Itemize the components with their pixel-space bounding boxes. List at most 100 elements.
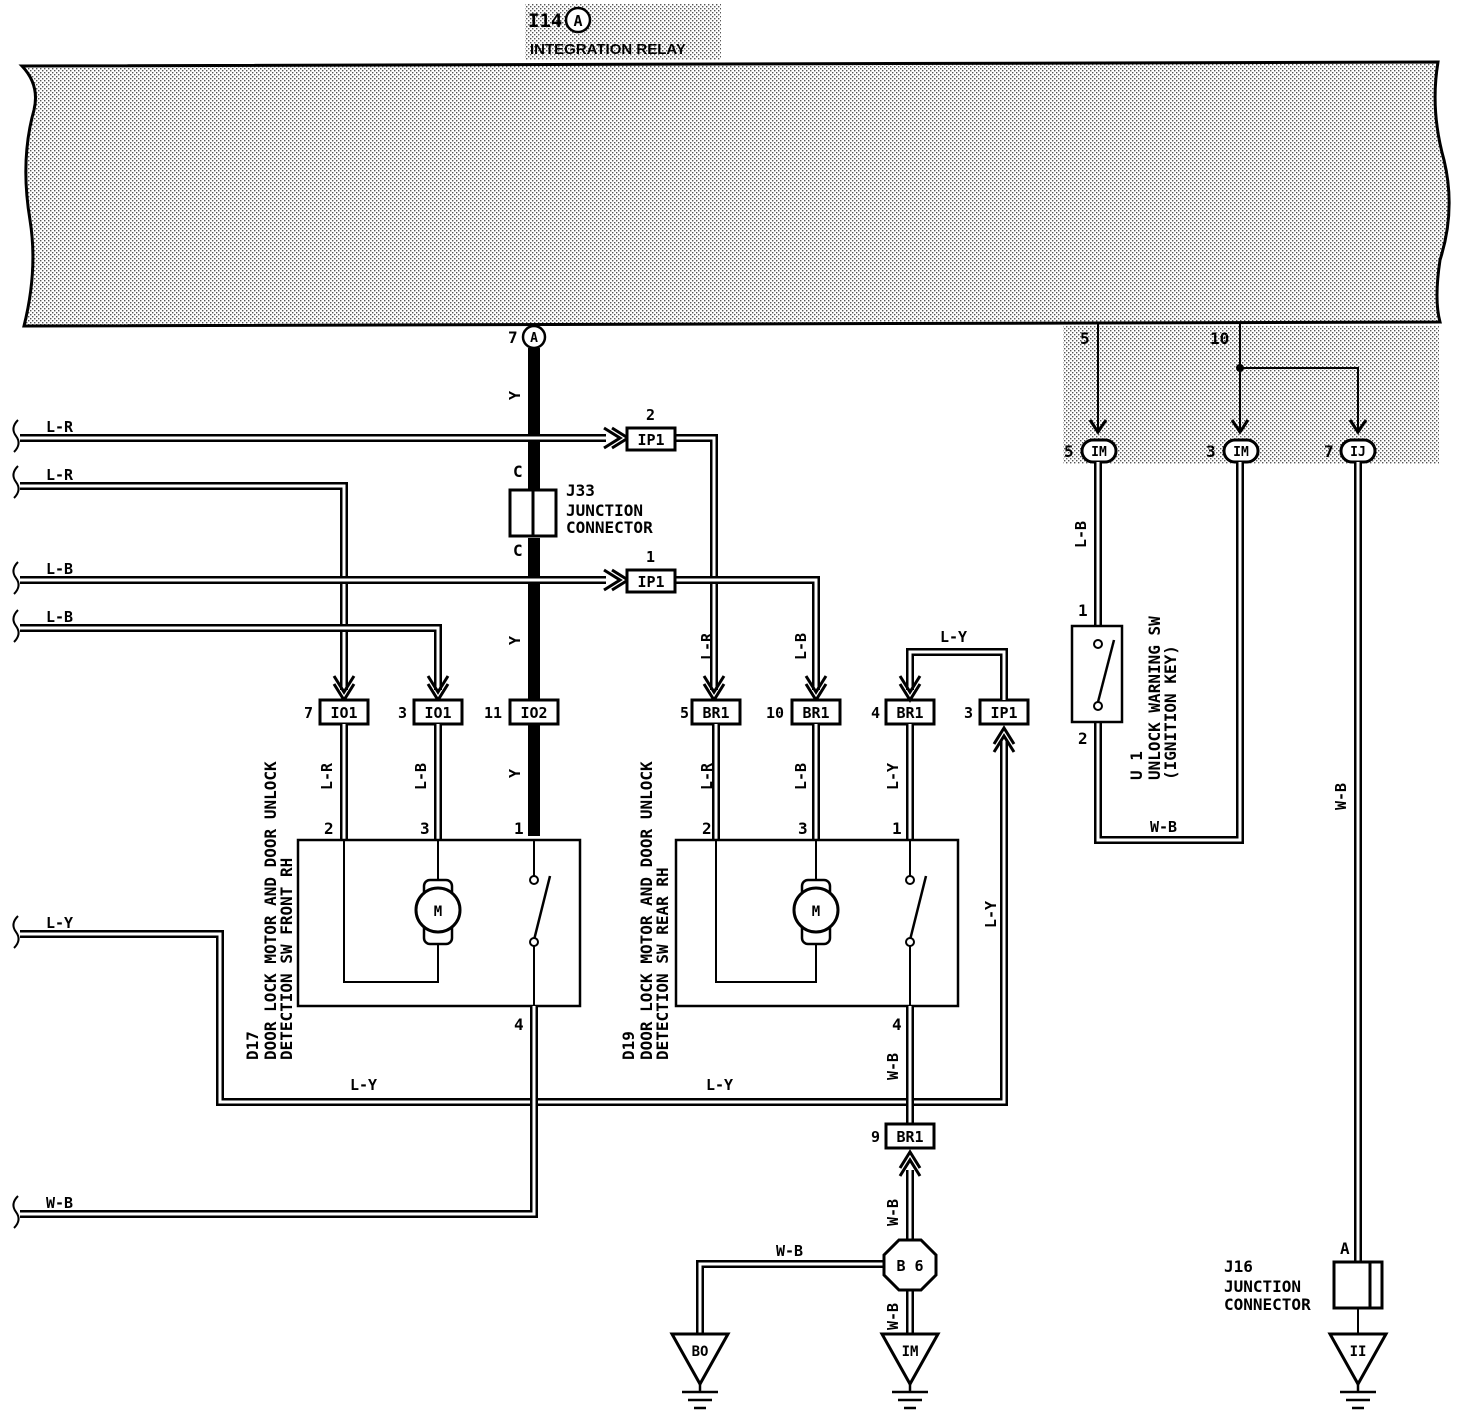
arrow-ip1-top [603, 426, 631, 450]
svg-text:IM: IM [1091, 445, 1107, 460]
d19-door-lock-motor-rear: 2 3 1 4 M [674, 819, 960, 1034]
svg-text:BR1: BR1 [896, 1128, 923, 1146]
wire-label-lb-d17: L-B [412, 763, 430, 790]
svg-text:II: II [1350, 1344, 1367, 1360]
arrow-ij-7 [1348, 419, 1368, 435]
wire-wb-b6b [696, 1260, 886, 1336]
svg-text:7: 7 [304, 704, 313, 722]
svg-text:IP1: IP1 [637, 573, 664, 591]
d17-switch-blade [532, 875, 552, 941]
relay-code: I14 [528, 10, 562, 32]
j16-junction-connector: A J16 JUNCTION CONNECTOR [1224, 1239, 1384, 1314]
d19-motor-loop [715, 840, 817, 983]
j16-line2: CONNECTOR [1224, 1295, 1311, 1314]
arrow-ip1-3 [992, 725, 1016, 753]
j16-line1: JUNCTION [1224, 1277, 1301, 1296]
d17-door-lock-motor-front: 2 3 1 4 M [296, 819, 582, 1034]
d17-motor-label: M [434, 904, 442, 920]
wire-label-ly-d19: L-Y [884, 763, 902, 790]
wire-ly-top-loop [906, 648, 1008, 700]
splice-b6 [882, 1238, 938, 1292]
svg-text:BR1: BR1 [896, 704, 923, 722]
wire-relay-pin10-branch [1240, 367, 1359, 430]
j33-code: J33 [566, 481, 595, 500]
j33-line1: JUNCTION [566, 501, 643, 520]
wire-label-lr-d19b: L-R [698, 762, 716, 790]
relay-connector-circle [564, 6, 592, 34]
svg-text:5: 5 [1064, 442, 1074, 461]
d17-code: D17 [243, 1031, 262, 1060]
d17-motor-icon [414, 886, 462, 934]
relay-pin-7: 7 [508, 328, 518, 347]
left-wire-ends [12, 419, 20, 1229]
j16-code: J16 [1224, 1257, 1253, 1276]
svg-text:IO1: IO1 [424, 704, 451, 722]
wire-label-ly-bot1: L-Y [350, 1076, 377, 1094]
d19-pin3: 3 [798, 819, 808, 838]
j16-box [1332, 1260, 1384, 1310]
connector-br1-9: BR1 9 [871, 1122, 936, 1150]
wire-label-wb-j16: W-B [1332, 783, 1350, 810]
wire-label-lr-d19: L-R [698, 632, 716, 660]
connector-br1-10: BR1 10 [766, 698, 842, 726]
wire-label-wb-b6c: W-B [884, 1303, 902, 1330]
connector-im-5: IM 5 [1064, 438, 1118, 464]
j33-pin-top: C [513, 462, 523, 481]
d17-motor-loop [343, 840, 439, 983]
d19-motor-label: M [812, 904, 820, 920]
d19-switch-contact-bottom [905, 937, 915, 947]
connector-io2-11: IO2 11 [484, 698, 560, 726]
d17-switch-contact-top [529, 875, 539, 885]
svg-text:IJ: IJ [1350, 445, 1366, 460]
wire-label-ly-bot2: L-Y [706, 1076, 733, 1094]
junction-dot [1236, 364, 1244, 372]
svg-text:2: 2 [646, 406, 655, 424]
d19-pin2: 2 [702, 819, 712, 838]
svg-text:10: 10 [766, 704, 784, 722]
connector-im-3: IM 3 [1206, 438, 1260, 464]
svg-text:4: 4 [871, 704, 880, 722]
d19-line1: DOOR LOCK MOTOR AND DOOR UNLOCK [637, 761, 656, 1060]
svg-text:IP1: IP1 [990, 704, 1017, 722]
wire-label-ly-d19r: L-Y [982, 901, 1000, 928]
relay-pin-5: 5 [1080, 329, 1090, 348]
connector-ij-7: IJ 7 [1324, 438, 1377, 464]
wire-label-lr-1: L-R [46, 418, 74, 436]
connector-io1-3: IO1 3 [398, 698, 464, 726]
wire-label-y-bot: Y [506, 769, 524, 778]
d17-line2: DETECTION SW FRONT RH [277, 858, 296, 1060]
u1-line1: UNLOCK WARNING SW [1145, 616, 1164, 780]
j33-line2: CONNECTOR [566, 518, 653, 537]
integration-relay-body [18, 60, 1451, 328]
svg-text:BR1: BR1 [802, 704, 829, 722]
d17-pin2: 2 [324, 819, 334, 838]
d19-pin1: 1 [892, 819, 902, 838]
wire-label-wb-left: W-B [46, 1194, 73, 1212]
connector-ip1-mid: IP1 1 [625, 548, 677, 594]
connector-br1-4: BR1 4 [871, 698, 936, 726]
relay-header: I14 A INTEGRATION RELAY [525, 4, 721, 60]
d17-pin4: 4 [514, 1015, 524, 1034]
arrow-im-3 [1230, 419, 1250, 435]
d19-switch-contact-top [905, 875, 915, 885]
connector-br1-5: BR1 5 [680, 698, 742, 726]
wire-label-wb-b6b: W-B [776, 1242, 803, 1260]
d17-line1: DOOR LOCK MOTOR AND DOOR UNLOCK [261, 761, 280, 1060]
svg-text:5: 5 [680, 704, 689, 722]
u1-pin2: 2 [1078, 729, 1088, 748]
arrow-im-5 [1088, 419, 1108, 435]
u1-switch-blade [1096, 639, 1116, 703]
relay-connector-letter: A [573, 12, 582, 30]
svg-text:IO1: IO1 [330, 704, 357, 722]
svg-text:1: 1 [646, 548, 655, 566]
j16-pin: A [1340, 1239, 1350, 1258]
svg-text:11: 11 [484, 704, 502, 722]
relay-pin-10: 10 [1210, 329, 1229, 348]
splice-b6-label: B 6 [896, 1257, 923, 1275]
svg-text:IM: IM [1233, 445, 1249, 460]
relay-pin-7-letter: A [530, 331, 538, 346]
wire-label-lb-2: L-B [46, 608, 73, 626]
d19-motor-icon [792, 886, 840, 934]
u1-code: U 1 [1127, 751, 1146, 780]
ground-im: IM [879, 1332, 941, 1410]
